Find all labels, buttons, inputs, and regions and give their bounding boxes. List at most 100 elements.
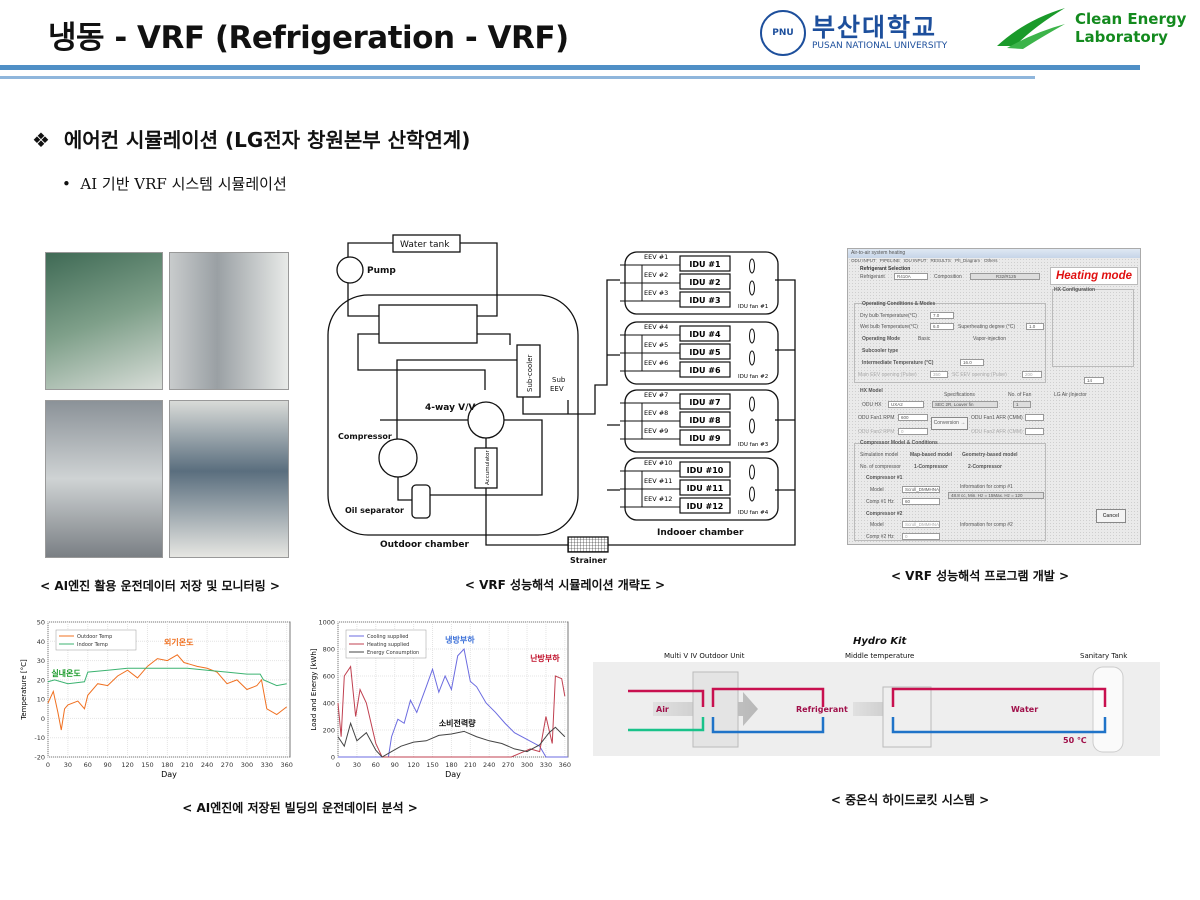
tab-odu-input[interactable]: ODU INPUT bbox=[851, 258, 876, 263]
sanitary-tank-image bbox=[1092, 666, 1124, 753]
eev-label: EEV #9 bbox=[644, 427, 668, 435]
y-tick-label: 10 bbox=[37, 696, 45, 704]
annotation-label: 실내온도 bbox=[51, 668, 81, 678]
sub-bullet: • AI 기반 VRF 시스템 시뮬레이션 bbox=[62, 173, 287, 194]
idu-box bbox=[679, 255, 731, 272]
inter-temp-label: Intermediate Temperature (°C) bbox=[862, 360, 934, 366]
tab-others[interactable]: Others bbox=[983, 258, 998, 263]
photo-engineer-monitoring bbox=[45, 400, 163, 558]
middle-temp-label: Middle temperature bbox=[845, 652, 915, 660]
eev-label: EEV #7 bbox=[644, 391, 668, 399]
tab-results[interactable]: RESULTS bbox=[930, 258, 951, 263]
composition-field: R32/R125 bbox=[970, 273, 1040, 280]
annotation-label: 외기온도 bbox=[164, 637, 194, 647]
caption-charts: < AI엔진에 저장된 빌딩의 운전데이터 분석 > bbox=[182, 801, 418, 815]
op-mode-label: Operating Mode bbox=[862, 336, 901, 342]
bullet-icon: • bbox=[62, 175, 81, 193]
eev-label: EEV #3 bbox=[644, 289, 668, 297]
conversion-button[interactable]: Conversion → bbox=[931, 417, 968, 430]
tab-ph-diagram[interactable]: Ph_Diagram bbox=[954, 258, 980, 263]
strainer-symbol bbox=[567, 536, 609, 553]
idu-box bbox=[679, 343, 731, 360]
fans-field: 1 bbox=[1013, 401, 1031, 408]
tab-pipeline[interactable]: PIPELINE bbox=[879, 258, 901, 263]
spec-field: SEC 2R, Louver fin bbox=[932, 401, 998, 408]
main-eev-input[interactable]: 350 bbox=[930, 371, 948, 378]
eev-label: EEV #2 bbox=[644, 271, 668, 279]
page-title: 냉동 - VRF (Refrigeration - VRF) bbox=[48, 20, 569, 56]
y-tick-label: 40 bbox=[37, 638, 45, 646]
sub-cooler-label: Sub-cooler bbox=[526, 354, 534, 392]
x-tick-label: 210 bbox=[464, 761, 476, 769]
refrigerant-label: Refrigerant bbox=[796, 705, 848, 714]
fan2-afr-input[interactable] bbox=[1025, 428, 1044, 435]
comp1-hz-input[interactable]: 60 bbox=[902, 498, 940, 505]
outdoor-unit-label: Multi V IV Outdoor Unit bbox=[664, 652, 745, 660]
two-comp-radio[interactable]: 2-Compressor bbox=[968, 464, 1002, 470]
window-title: Air-to-air system heating bbox=[848, 249, 1140, 258]
diamond-bullet-icon: ❖ bbox=[32, 128, 64, 152]
x-tick-label: 120 bbox=[121, 761, 133, 769]
series-line-energy-consumption bbox=[337, 721, 566, 758]
water-temp-label: 50 ℃ bbox=[1063, 736, 1087, 745]
eev-label: EEV #11 bbox=[644, 477, 672, 485]
legend-label: Indoor Temp bbox=[77, 642, 108, 648]
four-way-valve-label: 4-way V/V bbox=[425, 403, 475, 413]
outdoor-chamber-label: Outdoor chamber bbox=[380, 540, 469, 550]
sub-eev-label-1: Sub bbox=[552, 376, 566, 384]
heat-exchanger-box bbox=[378, 304, 478, 344]
fpi-select[interactable]: 14 bbox=[1084, 377, 1104, 384]
sc-eev-input[interactable]: 200 bbox=[1022, 371, 1042, 378]
op-conditions-group bbox=[854, 303, 1046, 383]
comp2-model-select[interactable]: Scroll_DMMHNA bbox=[902, 521, 940, 528]
lg-air-injector-label: LG Air jInjector bbox=[1054, 392, 1087, 398]
y-tick-label: 20 bbox=[37, 676, 45, 684]
idu-box bbox=[679, 291, 731, 308]
x-tick-label: 150 bbox=[141, 761, 153, 769]
section-heading: ❖ 에어컨 시뮬레이션 (LG전자 창원본부 산학연계) bbox=[32, 124, 470, 153]
comp1-info-label: Information for comp #1 bbox=[960, 484, 1013, 490]
cancel-button[interactable]: Cancel bbox=[1096, 509, 1126, 523]
eev-line bbox=[620, 403, 680, 440]
annotation-label: 냉방부하 bbox=[445, 634, 475, 644]
tab-idu-input[interactable]: IDU INPUT bbox=[904, 258, 927, 263]
comp1-info-field: 48.8 cc, Min. Hz = 15Max. Hz = 120 bbox=[948, 492, 1044, 499]
fan1-rpm-input[interactable]: 600 bbox=[898, 414, 928, 421]
idu-box bbox=[679, 497, 731, 514]
op-mode-vi-radio[interactable]: Vapor-injection bbox=[973, 336, 1006, 342]
comp2-hz-input[interactable]: 0 bbox=[902, 533, 940, 540]
university-name-kr: 부산대학교 bbox=[812, 13, 938, 42]
x-tick-label: 60 bbox=[84, 761, 92, 769]
one-comp-radio[interactable]: 1-Compressor bbox=[914, 464, 948, 470]
x-tick-label: 300 bbox=[521, 761, 533, 769]
odu-hx-select[interactable]: UXA2 bbox=[888, 401, 924, 408]
x-tick-label: 330 bbox=[261, 761, 273, 769]
idu-label: IDU #11 bbox=[687, 484, 724, 493]
oil-separator-box bbox=[411, 484, 431, 519]
fan2-rpm-input[interactable]: 0 bbox=[898, 428, 928, 435]
wet-bulb-input[interactable]: 6.0 bbox=[930, 323, 954, 330]
fan1-afr-input[interactable] bbox=[1025, 414, 1044, 421]
sub-eev-label-2: EEV bbox=[550, 385, 564, 393]
y-axis-label: Load and Energy [kWh] bbox=[310, 648, 318, 730]
dry-bulb-input[interactable]: 7.0 bbox=[930, 312, 954, 319]
geo-model-radio[interactable]: Geometry-based model bbox=[962, 452, 1018, 458]
water-tank-label: Water tank bbox=[400, 240, 450, 250]
superheat-input[interactable]: 1.0 bbox=[1026, 323, 1044, 330]
sc-eev-label: SC EEV opening (Pulse) bbox=[952, 372, 1007, 378]
caption-photos: < AI엔진 활용 운전데이터 저장 및 모니터링 > bbox=[40, 579, 280, 593]
inter-temp-input[interactable]: 16.0 bbox=[960, 359, 984, 366]
y-tick-label: 0 bbox=[41, 715, 45, 723]
refrigerant-select[interactable]: R410A bbox=[894, 273, 928, 280]
section-heading-text: 에어컨 시뮬레이션 (LG전자 창원본부 산학연계) bbox=[63, 128, 471, 152]
map-model-radio[interactable]: Map-based model bbox=[910, 452, 953, 458]
comp1-model-select[interactable]: Scroll_DMMHNA bbox=[902, 486, 940, 493]
x-tick-label: 270 bbox=[502, 761, 514, 769]
no-comp-label: No. of compressor bbox=[860, 464, 901, 470]
hydrokit-unit-image bbox=[882, 686, 932, 748]
y-tick-label: 400 bbox=[323, 700, 335, 708]
annotation-label: 소비전력량 bbox=[439, 718, 476, 728]
op-mode-basic-radio[interactable]: Basic bbox=[918, 336, 931, 342]
lab-name-line2: Laboratory bbox=[1075, 28, 1168, 46]
